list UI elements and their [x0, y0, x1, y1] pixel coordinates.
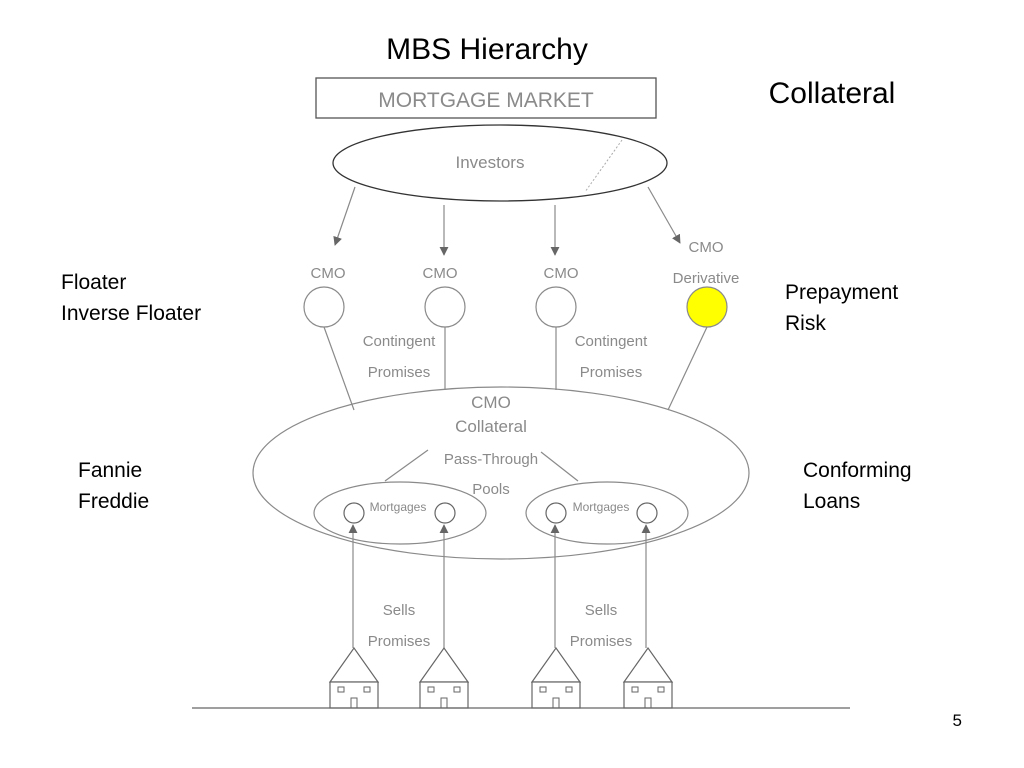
sells-left-line2: Promises	[368, 633, 431, 650]
mortgage-circle-4	[636, 502, 658, 524]
floater-label: Floater	[61, 271, 126, 294]
cmo-label-3: CMO	[544, 265, 579, 282]
mortgage-market-label: MORTGAGE MARKET	[378, 89, 594, 112]
investors-ellipse	[332, 124, 668, 202]
contingent-left-line1: Contingent	[363, 333, 436, 350]
pass-through-line1: Pass-Through	[444, 451, 538, 468]
cmo-circle-1	[303, 286, 345, 328]
contingent-right-line1: Contingent	[575, 333, 648, 350]
conforming-label: Conforming	[803, 459, 912, 482]
link-cmo-1-collateral	[323, 326, 355, 411]
pass-through-line2: Pools	[472, 481, 510, 498]
sells-right-line2: Promises	[570, 633, 633, 650]
pool-label-left: Mortgages	[370, 500, 427, 514]
house-4	[622, 646, 674, 709]
inverse-floater-label: Inverse Floater	[61, 302, 201, 325]
mortgage-circle-3	[545, 502, 567, 524]
collateral-heading: Collateral	[769, 77, 896, 110]
investors-dashed-line	[584, 139, 623, 193]
house-2	[418, 646, 470, 709]
loans-label: Loans	[803, 490, 860, 513]
derivative-label-line2: Derivative	[673, 270, 740, 287]
pool-label-right: Mortgages	[573, 500, 630, 514]
cmo-collateral-line2: Collateral	[455, 417, 527, 436]
investors-label: Investors	[456, 153, 525, 172]
mortgage-circle-1	[343, 502, 365, 524]
cmo-label-2: CMO	[423, 265, 458, 282]
pool-ellipse-right	[525, 481, 689, 545]
sells-left-line1: Sells	[383, 602, 416, 619]
prepayment-label: Prepayment	[785, 281, 898, 304]
arrow-investors-to-derivative	[647, 186, 681, 244]
risk-label: Risk	[785, 312, 826, 335]
page-number: 5	[953, 711, 962, 730]
arrow-investors-to-cmo-1	[333, 186, 356, 246]
fannie-label: Fannie	[78, 459, 142, 482]
derivative-label-line1: CMO	[689, 239, 724, 256]
cmo-circle-2	[424, 286, 466, 328]
mortgage-market-box	[315, 77, 657, 119]
house-3	[530, 646, 582, 709]
contingent-right-line2: Promises	[580, 364, 643, 381]
link-pass-through-left-pool	[384, 449, 429, 482]
contingent-left-line2: Promises	[368, 364, 431, 381]
house-1	[328, 646, 380, 709]
cmo-collateral-ellipse	[252, 386, 750, 560]
sells-right-line1: Sells	[585, 602, 618, 619]
cmo-circle-3	[535, 286, 577, 328]
cmo-collateral-line1: CMO	[471, 393, 511, 412]
slide-title: MBS Hierarchy	[386, 33, 588, 66]
link-pass-through-right-pool	[540, 451, 579, 482]
cmo-derivative-circle	[686, 286, 728, 328]
freddie-label: Freddie	[78, 490, 149, 513]
mortgage-circle-2	[434, 502, 456, 524]
cmo-label-1: CMO	[311, 265, 346, 282]
pool-ellipse-left	[313, 481, 487, 545]
link-derivative-collateral	[667, 326, 708, 411]
